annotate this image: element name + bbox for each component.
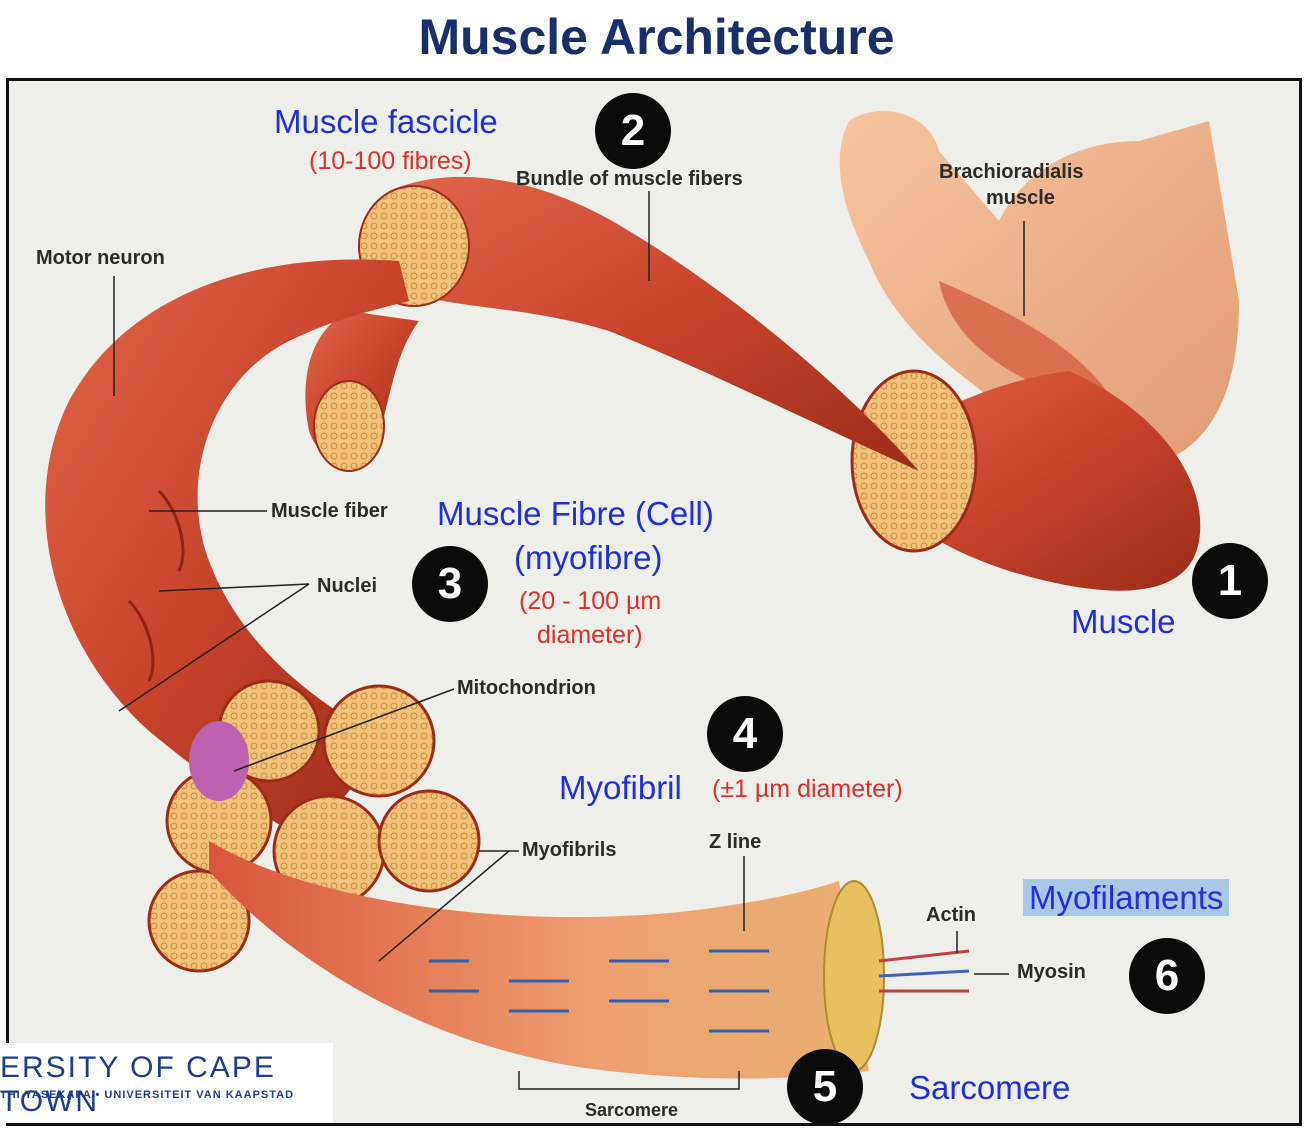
muscle-fiber-label: Muscle fiber <box>271 500 388 522</box>
arm-shape <box>839 111 1239 472</box>
logo-line-2: THI YASEKAPA • UNIVERSITEIT VAN KAAPSTAD <box>0 1089 295 1101</box>
level-4-label: Myofibril <box>559 769 682 806</box>
muscle-illustration <box>45 111 1239 1090</box>
level-1-label: Muscle <box>1071 603 1176 640</box>
myofibrils-leader-2 <box>378 850 510 962</box>
level-5-label: Sarcomere <box>909 1069 1071 1106</box>
level-6-label-text: Myofilaments <box>1023 879 1230 916</box>
myofibril-bundle-5 <box>377 789 481 893</box>
badge-2: 2 <box>595 93 671 169</box>
myosin-label: Myosin <box>1017 961 1086 983</box>
brachioradialis-label-2: muscle <box>986 187 1055 209</box>
myofibril-end <box>823 880 885 1072</box>
mitochondrion-leader <box>233 688 455 772</box>
badge-6: 6 <box>1129 938 1205 1014</box>
myofibril-bundle-2 <box>322 684 436 798</box>
brachioradialis-label-1: Brachioradialis <box>939 161 1084 183</box>
badge-3: 3 <box>412 546 488 622</box>
nuclei-label: Nuclei <box>317 575 378 597</box>
motor-neuron-label: Motor neuron <box>36 247 165 269</box>
level-3-label: Muscle Fibre (Cell) <box>437 495 714 532</box>
level-4-detail: (±1 µm diameter) <box>712 775 903 803</box>
z-line-label: Z line <box>709 831 762 853</box>
muscle-fiber <box>45 259 409 841</box>
mitochondrion-shape <box>189 721 249 801</box>
badge-5: 5 <box>787 1049 863 1123</box>
mitochondrion-label: Mitochondrion <box>457 677 596 699</box>
myofibril <box>209 841 869 1079</box>
level-3-label-2: (myofibre) <box>514 539 663 576</box>
level-3-detail-2: diameter) <box>537 621 643 649</box>
bundle-label: Bundle of muscle fibers <box>516 168 743 190</box>
badge-1: 1 <box>1192 543 1268 619</box>
sarcomere-lines <box>429 949 769 1033</box>
myofibrils-label: Myofibrils <box>522 839 617 861</box>
diagram-frame: Muscle fascicle (10-100 fibres) Muscle F… <box>6 78 1302 1126</box>
level-6-label: Myofilaments <box>1023 879 1230 917</box>
muscle-cross-section <box>850 369 978 553</box>
badge-4: 4 <box>707 696 783 772</box>
logo-line-1: ERSITY OF CAPE TOWN <box>0 1051 276 1118</box>
university-logo: ERSITY OF CAPE TOWN THI YASEKAPA • UNIVE… <box>0 1043 333 1123</box>
nuclei-shape-2 <box>127 599 155 682</box>
level-2-label: Muscle fascicle <box>274 103 498 140</box>
nuclei-leader-2 <box>118 583 310 712</box>
fascicle <box>389 176 919 471</box>
sarcomere-anat-label: Sarcomere <box>585 1100 679 1120</box>
sarcomere-bracket <box>518 1071 740 1090</box>
myofibril-bundle-6 <box>147 869 251 973</box>
actin-label: Actin <box>926 904 976 926</box>
page-title: Muscle Architecture <box>418 9 895 65</box>
myofilaments-shape <box>878 949 970 993</box>
nuclei-leader-1 <box>158 583 310 592</box>
nuclei-shape-1 <box>157 489 185 572</box>
fascicle-curl-end <box>313 380 385 472</box>
level-3-detail: (20 - 100 µm <box>519 587 662 615</box>
level-2-detail: (10-100 fibres) <box>309 147 472 175</box>
